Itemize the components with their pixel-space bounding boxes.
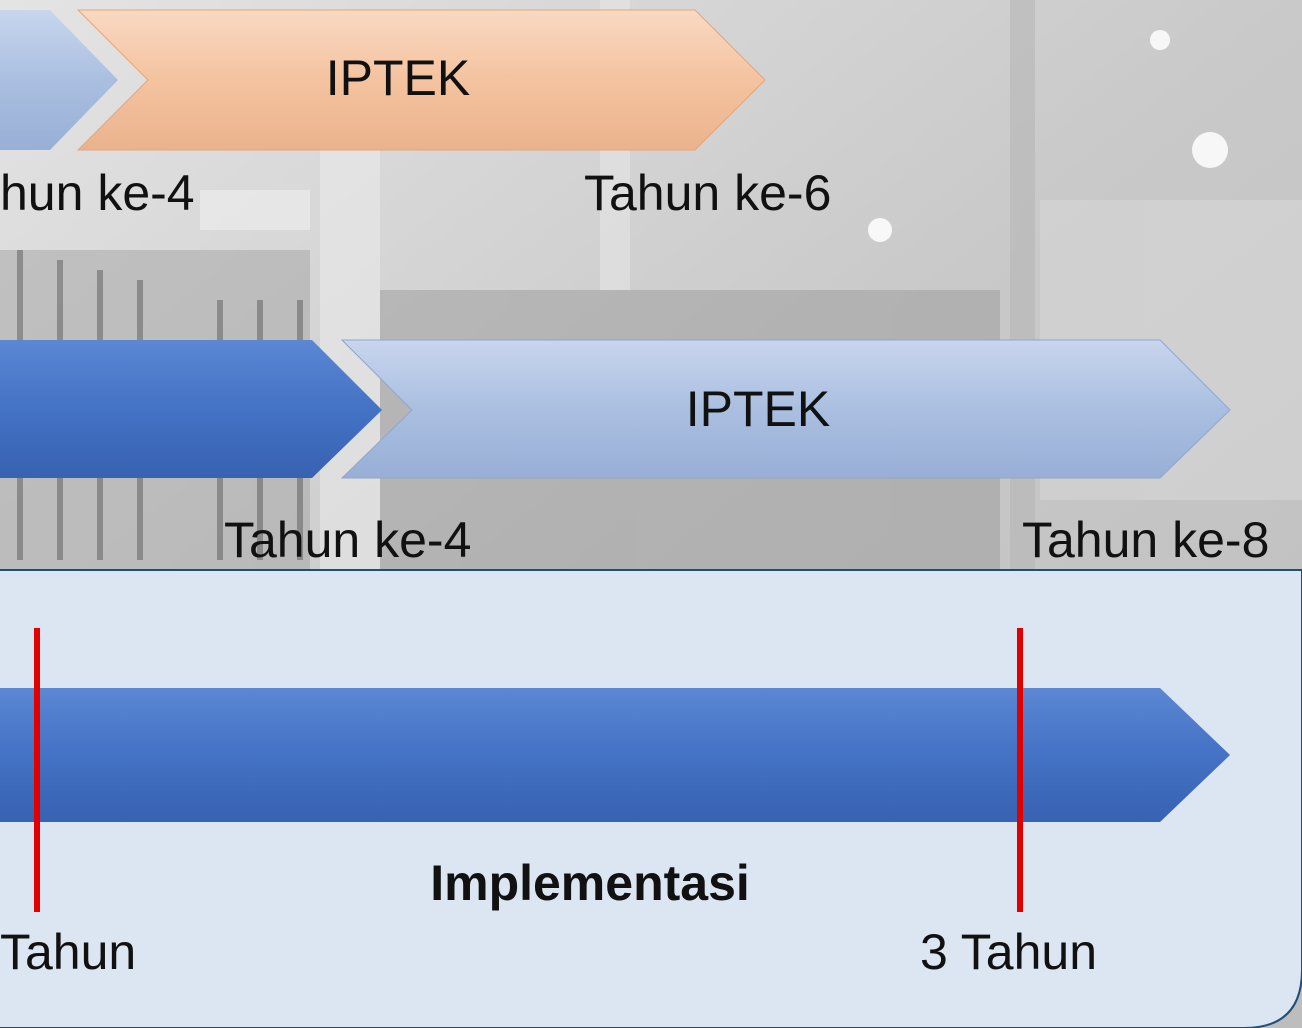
row1-right-label: Tahun ke-6 <box>584 165 832 221</box>
background-lights <box>868 30 1228 242</box>
row2-iptek-arrow <box>340 339 1231 479</box>
row2-arrow-label: IPTEK <box>685 381 831 437</box>
panel-right-label: 3 Tahun <box>920 924 1098 980</box>
row1-blue-arrow <box>0 10 118 150</box>
row1-arrow-label: IPTEK <box>325 50 471 106</box>
implementation-title: Implementasi <box>430 855 750 911</box>
row1-left-label: hun ke-4 <box>0 165 195 221</box>
panel-left-label: Tahun <box>0 924 137 980</box>
row1-iptek-arrow <box>76 9 766 151</box>
implementation-arrow <box>0 688 1230 822</box>
row2-left-label: Tahun ke-4 <box>224 512 472 568</box>
row2-right-label: Tahun ke-8 <box>1022 512 1270 568</box>
row2-dark-arrow <box>0 340 382 478</box>
